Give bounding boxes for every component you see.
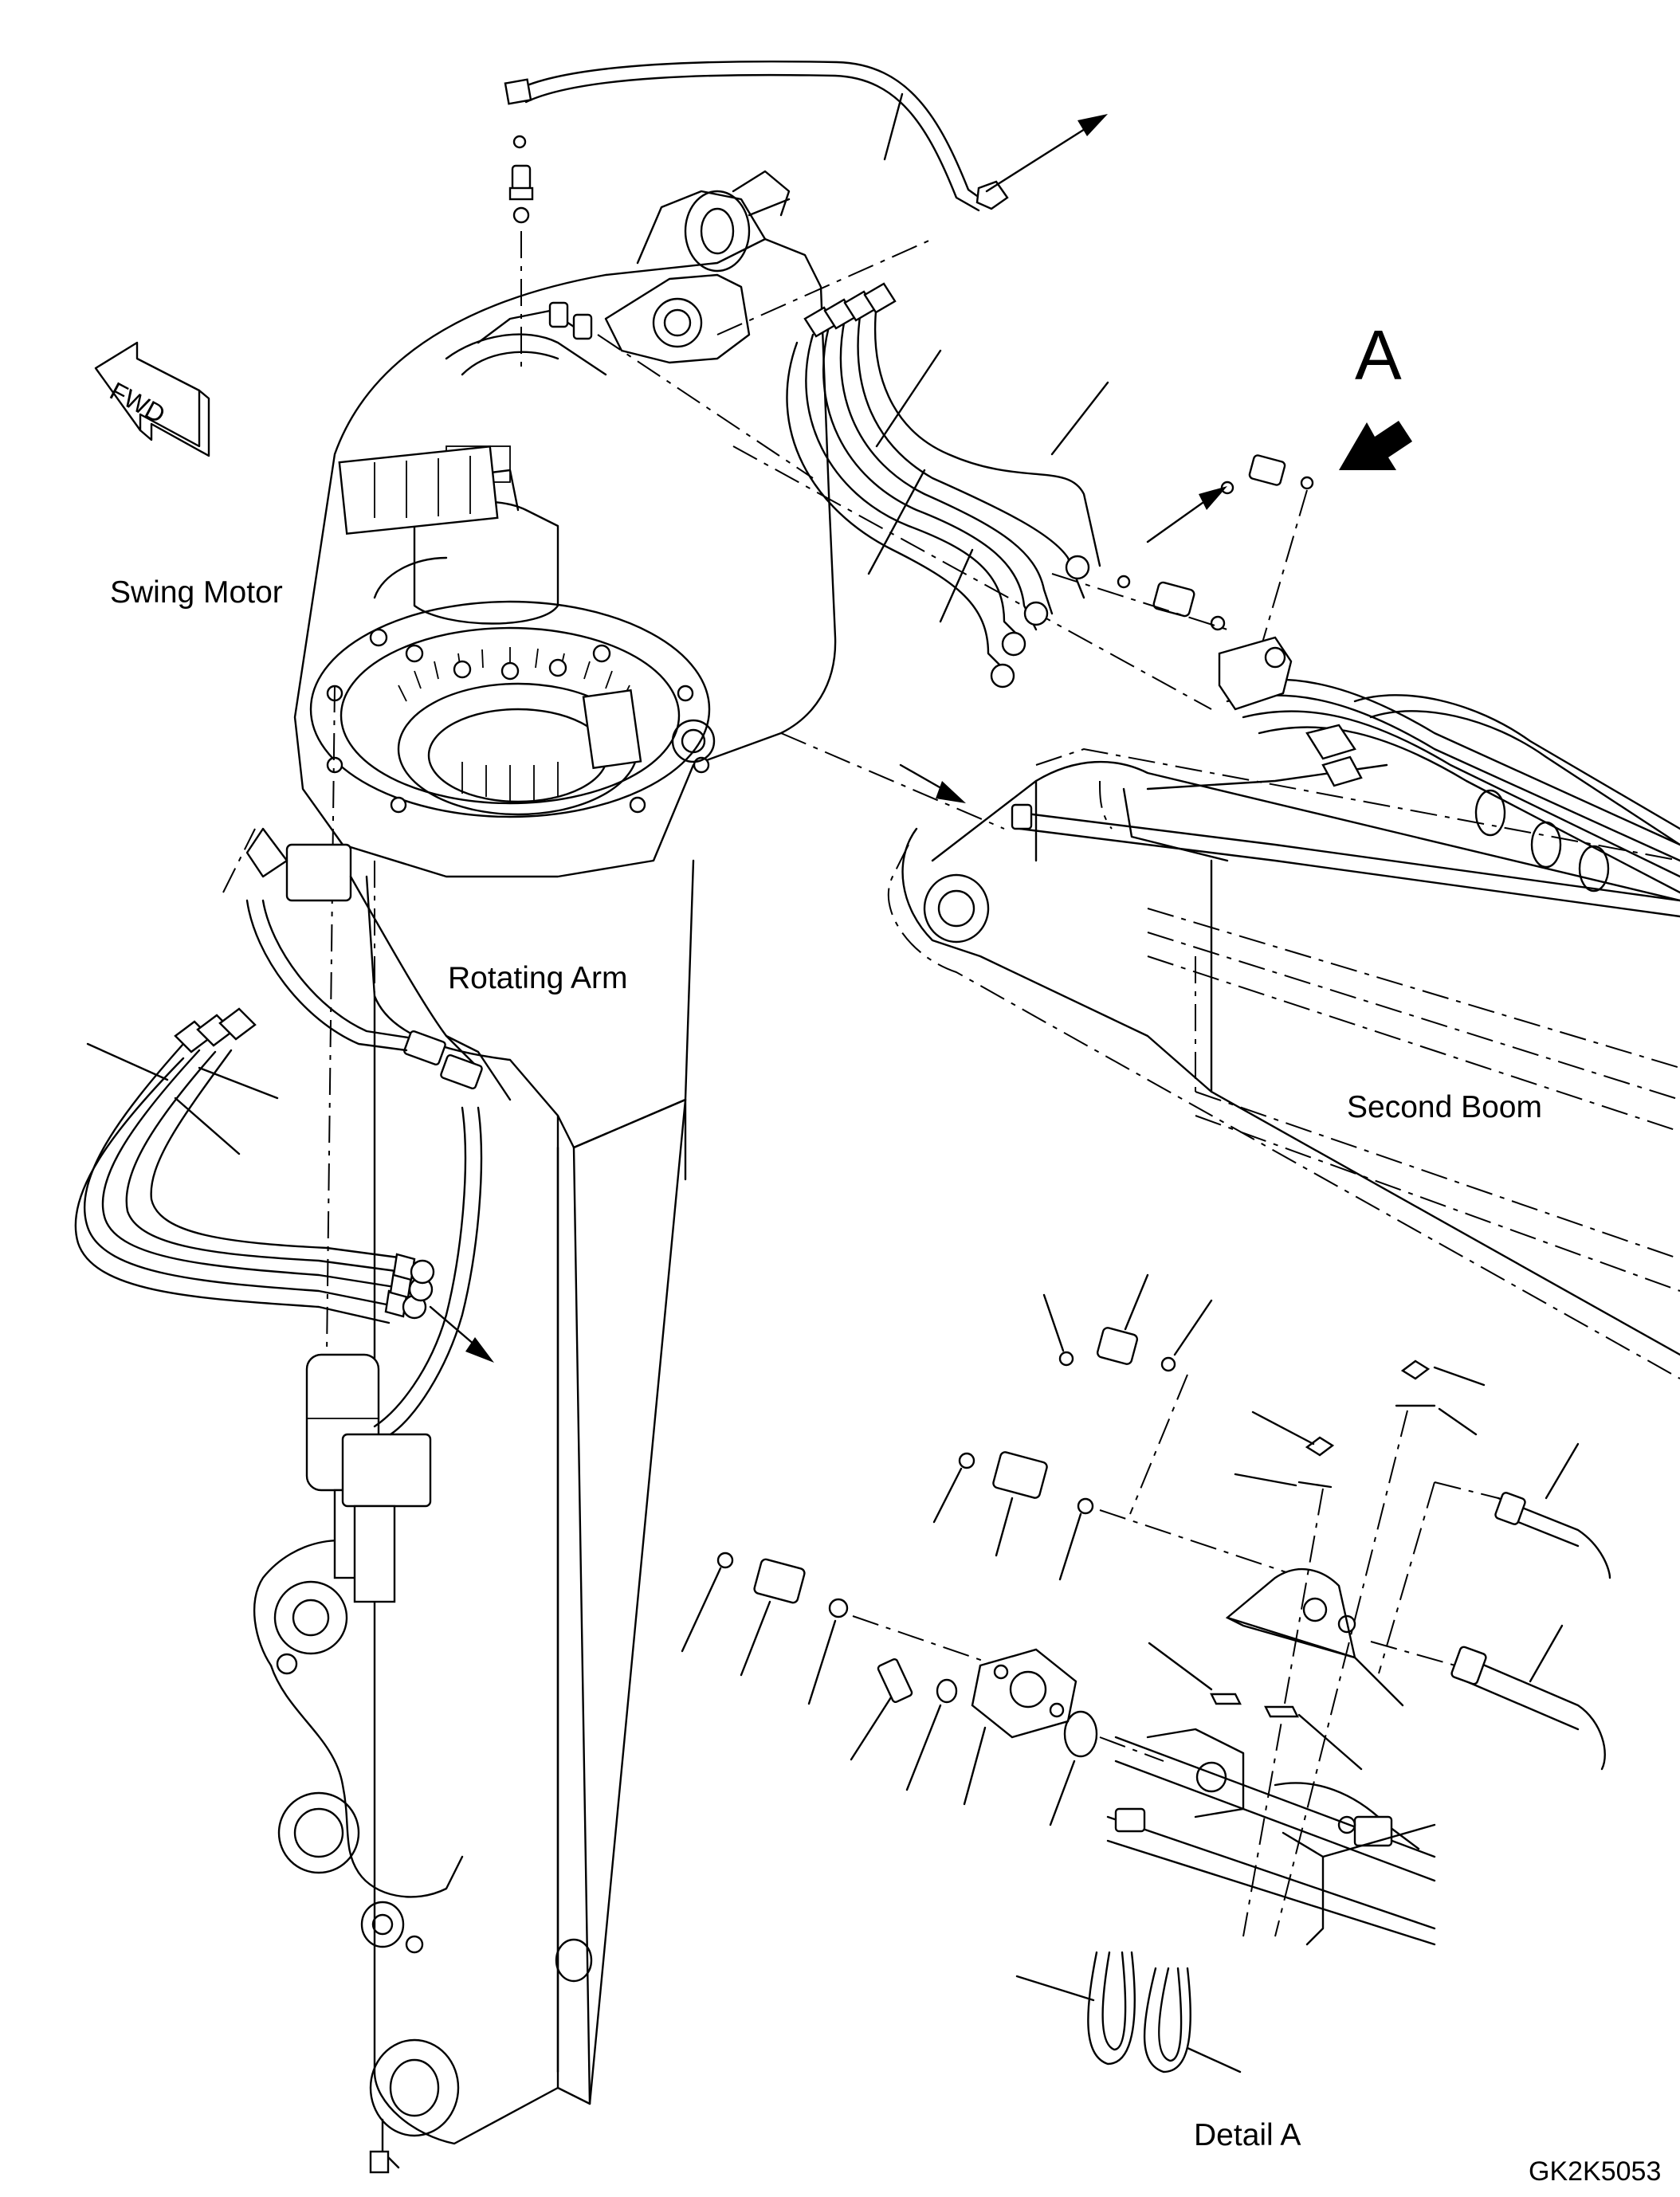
view-a-arrow-icon xyxy=(1339,421,1412,470)
swing-motor-assembly xyxy=(293,170,837,878)
rotating-arm-label: Rotating Arm xyxy=(448,961,628,995)
top-hose xyxy=(504,60,1108,212)
fwd-arrow-icon xyxy=(94,341,210,457)
fittings-chain-upper xyxy=(1051,454,1314,654)
rotating-arm-body xyxy=(245,827,695,2174)
boom-top-hoses xyxy=(1218,636,1680,894)
left-hose-bundle xyxy=(74,1007,494,1363)
second-boom xyxy=(887,747,1680,1379)
misc-bolts xyxy=(276,1653,424,1954)
drawing-code: GK2K5053 xyxy=(1529,2156,1662,2187)
detail-a-fittings xyxy=(681,1273,1611,2073)
swing-motor-label: Swing Motor xyxy=(110,575,283,610)
upper-right-hose-bundle xyxy=(786,282,1109,689)
detail-a-label: Detail A xyxy=(1194,2118,1301,2152)
top-fitting-stack xyxy=(508,135,534,375)
second-boom-label: Second Boom xyxy=(1347,1090,1542,1124)
view-a-marker: A xyxy=(1355,316,1402,394)
